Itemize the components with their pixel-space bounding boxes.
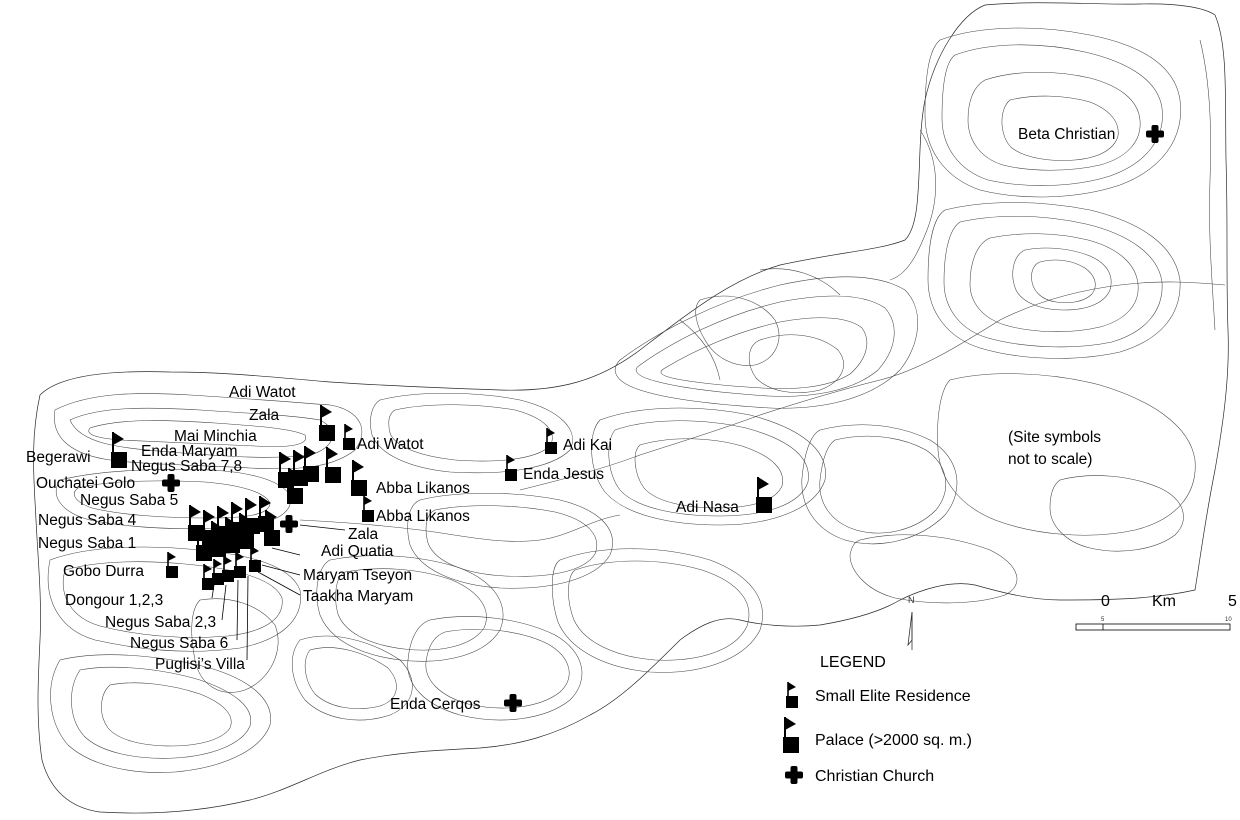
label-negus-saba-78: Negus Saba 7,8 <box>131 458 242 475</box>
residence-icon <box>165 551 179 579</box>
label-puglisi-villa: Puglisi’s Villa <box>155 656 245 673</box>
palace-icon <box>755 476 773 514</box>
label-negus-saba-4: Negus Saba 4 <box>38 512 137 529</box>
residence-icon <box>233 551 247 579</box>
note-line-1: (Site symbols <box>1008 429 1101 446</box>
label-beta-christian: Beta Christian <box>1018 126 1115 143</box>
label-negus-saba-23: Negus Saba 2,3 <box>105 614 216 631</box>
label-zala: Zala <box>249 407 280 424</box>
church-icon <box>280 515 298 533</box>
residence-icon <box>248 545 262 573</box>
small-flag-icon <box>785 681 799 709</box>
church-icon <box>162 474 180 492</box>
label-adi-quatia: Adi Quatia <box>321 543 394 560</box>
legend: LEGEND Small Elite Residence Palace (>20… <box>782 654 972 785</box>
note-line-2: not to scale) <box>1008 451 1092 468</box>
label-dongour: Dongour 1,2,3 <box>65 592 163 609</box>
legend-item-small-residence: Small Elite Residence <box>815 688 971 705</box>
label-maryam-tseyon: Maryam Tseyon <box>303 567 412 584</box>
scale-zero: 0 <box>1101 593 1110 610</box>
scale-bar: 0 Km 5 5 10 <box>1075 593 1237 631</box>
palace-icon <box>318 404 336 442</box>
north-label: N <box>908 595 915 605</box>
label-zala-2: Zala <box>348 526 379 543</box>
scale-tick-5: 5 <box>1101 617 1105 623</box>
leader-lines <box>211 524 346 661</box>
label-adi-kai: Adi Kai <box>563 437 612 454</box>
scale-tick-10: 10 <box>1225 617 1232 623</box>
label-mai-minchia: Mai Minchia <box>174 428 257 445</box>
label-gobo-durra: Gobo Durra <box>63 563 144 580</box>
label-negus-saba-5: Negus Saba 5 <box>80 492 178 509</box>
residence-icon <box>544 427 558 455</box>
legend-item-palace: Palace (>2000 sq. m.) <box>815 732 972 749</box>
site-labels: Beta Christian Adi Watot Zala Mai Minchi… <box>26 126 1115 713</box>
label-negus-saba-1: Negus Saba 1 <box>38 535 136 552</box>
label-adi-watot-2: Adi Watot <box>357 436 424 453</box>
cross-icon <box>785 766 803 784</box>
church-icon <box>504 694 522 712</box>
label-adi-watot: Adi Watot <box>229 384 296 401</box>
palace-icon <box>243 497 261 535</box>
north-arrow-icon <box>907 611 913 647</box>
label-abba-likanos-2: Abba Likanos <box>376 508 470 525</box>
label-abba-likanos: Abba Likanos <box>376 480 470 497</box>
north-arrow: N <box>907 595 915 650</box>
symbol-scale-note: (Site symbols not to scale) <box>1008 429 1101 468</box>
scale-five: 5 <box>1228 593 1237 610</box>
palace-icon <box>324 446 342 484</box>
large-flag-icon <box>782 716 800 754</box>
residence-icon <box>342 423 356 451</box>
legend-item-church: Christian Church <box>815 768 934 785</box>
legend-title: LEGEND <box>820 654 886 671</box>
palace-icon <box>302 445 320 483</box>
palace-icon <box>110 431 128 469</box>
label-enda-maryam: Enda Maryam <box>141 443 237 460</box>
label-begerawi: Begerawi <box>26 449 91 466</box>
label-ouchatei-golo: Ouchatei Golo <box>36 475 135 492</box>
label-negus-saba-6: Negus Saba 6 <box>130 635 228 652</box>
label-adi-nasa: Adi Nasa <box>676 499 739 516</box>
topographic-contours <box>33 2 1229 814</box>
residence-icon <box>221 555 235 583</box>
label-taakha-maryam: Taakha Maryam <box>303 588 413 605</box>
label-enda-jesus: Enda Jesus <box>523 466 604 483</box>
palace-icon <box>350 459 368 497</box>
residence-icon <box>361 495 375 523</box>
scale-unit: Km <box>1152 593 1176 610</box>
label-enda-cerqos: Enda Cerqos <box>390 696 481 713</box>
